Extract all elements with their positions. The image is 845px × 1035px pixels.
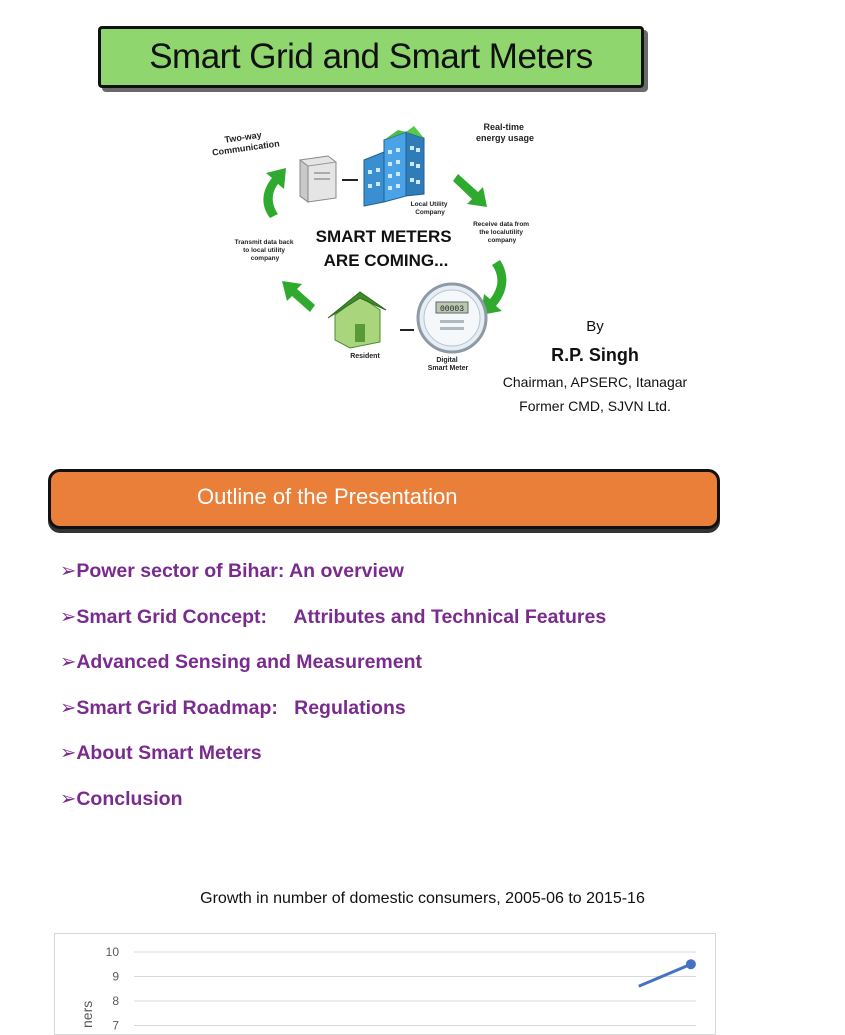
label-two-way: Two-way Communication bbox=[210, 127, 280, 157]
byline: By R.P. Singh Chairman, APSERC, Itanagar… bbox=[470, 318, 720, 414]
chart-ytick-label: 10 bbox=[106, 945, 120, 959]
author-name: R.P. Singh bbox=[551, 345, 639, 365]
arrow-down-right-icon bbox=[453, 174, 487, 207]
label-receive: Receive data from the localutility compa… bbox=[473, 221, 531, 244]
title-banner: Smart Grid and Smart Meters bbox=[98, 26, 644, 88]
label-realtime: Real-time energy usage bbox=[476, 122, 534, 143]
chart-ytick-label: 8 bbox=[112, 994, 119, 1008]
author-former-role: Former CMD, SJVN Ltd. bbox=[519, 398, 671, 414]
label-transmit: Transmit data back to local utility comp… bbox=[235, 239, 296, 262]
outline-banner: Outline of the Presentation bbox=[48, 469, 720, 529]
by-label: By bbox=[586, 318, 604, 335]
chart-title: Growth in number of domestic consumers, … bbox=[200, 890, 645, 907]
smart-meter-cycle-diagram: Two-way Communication Real-time energy u… bbox=[210, 122, 534, 372]
chart-ytick-label: 7 bbox=[112, 1019, 119, 1033]
chart-y-axis-label: ners bbox=[79, 1001, 95, 1028]
outline-item: ➢Power sector of Bihar: An overview bbox=[60, 560, 404, 582]
chart-data-point bbox=[685, 959, 696, 970]
arrow-up-left-icon bbox=[263, 168, 286, 218]
outline-item: ➢Advanced Sensing and Measurement bbox=[60, 651, 423, 673]
outline-list: ➢Power sector of Bihar: An overview ➢Sma… bbox=[60, 557, 606, 830]
house-icon bbox=[327, 291, 387, 349]
diagram-headline: SMART METERS ARE COMING... bbox=[316, 227, 457, 270]
outline-item: ➢About Smart Meters bbox=[60, 742, 262, 764]
server-icon bbox=[299, 155, 337, 203]
label-meter: Digital Smart Meter bbox=[428, 357, 469, 372]
outline-heading: Outline of the Presentation bbox=[197, 484, 458, 509]
outline-item: ➢Conclusion bbox=[60, 787, 183, 810]
chart-ytick-label: 9 bbox=[112, 970, 119, 984]
utility-building-icon bbox=[363, 126, 425, 207]
label-resident: Resident bbox=[350, 353, 380, 360]
arrow-down-icon bbox=[481, 260, 507, 315]
chart-plot: 10 9 8 7 ners bbox=[79, 945, 696, 1033]
label-local-utility: Local Utility Company bbox=[411, 201, 450, 216]
outline-item: ➢Smart Grid Roadmap: Regulations bbox=[60, 696, 406, 719]
smart-meter-icon: 00003 bbox=[416, 282, 488, 354]
chart-series-line bbox=[638, 962, 692, 988]
outline-item: ➢Smart Grid Concept: Attributes and Tech… bbox=[60, 605, 607, 628]
svg-text:00003: 00003 bbox=[440, 305, 464, 314]
arrow-up-left-bottom-icon bbox=[282, 281, 315, 312]
cycle-arrows bbox=[263, 168, 507, 315]
page-title: Smart Grid and Smart Meters bbox=[149, 37, 593, 76]
author-role: Chairman, APSERC, Itanagar bbox=[502, 374, 688, 390]
